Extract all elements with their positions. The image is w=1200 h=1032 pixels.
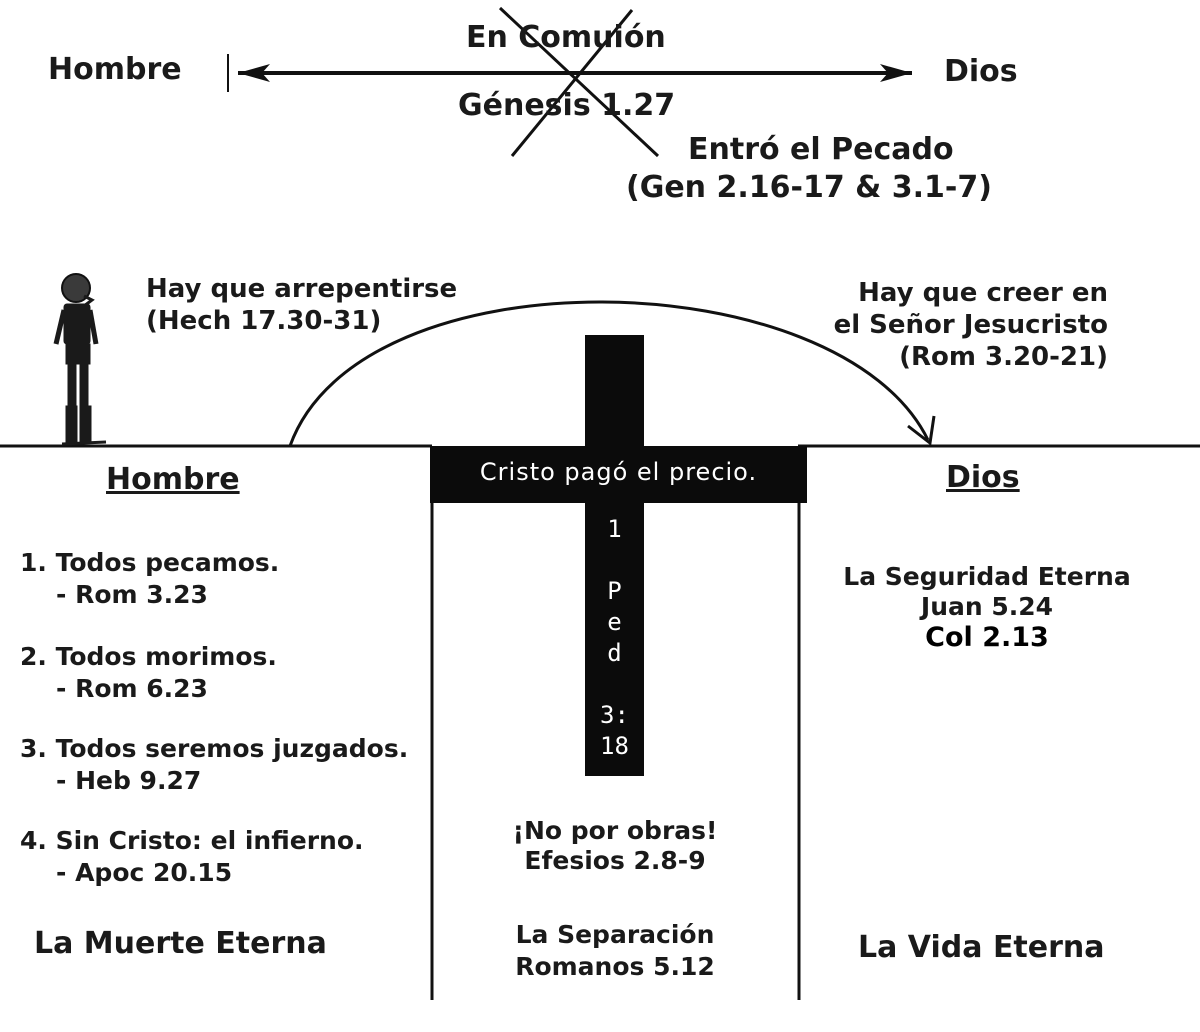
cross-ref-char: d <box>585 638 644 669</box>
left-point-4-ref: - Apoc 20.15 <box>56 858 232 887</box>
dios-heading: Dios <box>946 460 1020 495</box>
left-point-2-ref: - Rom 6.23 <box>56 674 208 703</box>
left-point-3-ref: - Heb 9.27 <box>56 766 201 795</box>
separation-label: La Separación <box>430 920 800 949</box>
cross-ref-char: 3: <box>585 700 644 731</box>
left-point-4: 4. Sin Cristo: el infierno. <box>20 826 364 855</box>
eternal-life-label: La Vida Eterna <box>858 930 1105 965</box>
not-by-works-label: ¡No por obras! <box>430 816 800 845</box>
left-point-3: 3. Todos seremos juzgados. <box>20 734 408 763</box>
cross-ref-char <box>585 669 644 700</box>
eternal-death-label: La Muerte Eterna <box>34 926 327 961</box>
cross-ref-char: P <box>585 576 644 607</box>
cross-caption: Cristo pagó el precio. <box>430 458 807 486</box>
repent-label: Hay que arrepentirse <box>146 274 457 304</box>
communion-label: En Comuión <box>466 20 666 55</box>
top-hombre-label: Hombre <box>48 52 182 87</box>
sin-entered-label: Entró el Pecado <box>688 132 954 167</box>
man-figure-icon <box>56 274 106 444</box>
repent-reference: (Hech 17.30-31) <box>146 306 381 336</box>
eternal-security-ref-2: Col 2.13 <box>800 622 1174 653</box>
left-point-1: 1. Todos pecamos. <box>20 548 279 577</box>
believe-label-line1: Hay que creer en <box>858 278 1108 308</box>
hombre-heading: Hombre <box>106 462 240 497</box>
cross-ref-char <box>585 545 644 576</box>
left-point-2: 2. Todos morimos. <box>20 642 277 671</box>
believe-label-line2: el Señor Jesucristo <box>834 310 1108 340</box>
eternal-security-label: La Seguridad Eterna <box>800 562 1174 591</box>
separation-reference: Romanos 5.12 <box>430 952 800 981</box>
cross-scripture-reference: 1 P e d 3: 18 <box>585 514 644 762</box>
top-dios-label: Dios <box>944 54 1018 89</box>
sin-entered-reference: (Gen 2.16-17 & 3.1-7) <box>626 170 992 205</box>
genesis-reference: Génesis 1.27 <box>458 88 675 123</box>
believe-reference: (Rom 3.20-21) <box>899 342 1108 372</box>
not-by-works-reference: Efesios 2.8-9 <box>430 846 800 875</box>
cross-ref-char: e <box>585 607 644 638</box>
cross-ref-char: 1 <box>585 514 644 545</box>
eternal-security-ref-1: Juan 5.24 <box>800 592 1174 621</box>
cross-ref-char: 18 <box>585 731 644 762</box>
left-point-1-ref: - Rom 3.23 <box>56 580 208 609</box>
